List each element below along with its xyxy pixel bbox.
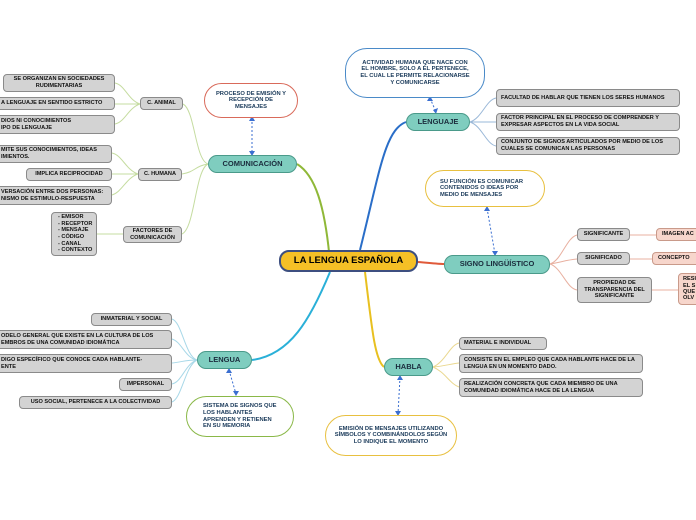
subtopic-c-humana[interactable]: C. HUMANA (138, 168, 182, 181)
note-link-signo (486, 207, 496, 255)
topic-comunicacion[interactable]: COMUNICACIÓN (208, 155, 297, 173)
branch-habla (364, 271, 385, 368)
lengua-item[interactable]: ODELO GENERAL QUE EXISTE EN LA CULTURA D… (0, 330, 172, 349)
note-link-lengua (228, 369, 237, 395)
c-animal-item[interactable]: DIOS NI CONOCIMIENTOS IPO DE LENGUAJE (0, 115, 115, 134)
signo-item-significado[interactable]: SIGNIFICADO (577, 252, 630, 265)
lengua-item[interactable]: USO SOCIAL, PERTENECE A LA COLECTIVIDAD (19, 396, 172, 409)
note-lenguaje[interactable]: ACTIVIDAD HUMANA QUE NACE CON EL HOMBRE,… (345, 48, 485, 98)
note-link-habla (397, 376, 401, 415)
c-animal-item[interactable]: A LENGUAJE EN SENTIDO ESTRICTO (0, 97, 115, 110)
topic-lenguaje[interactable]: LENGUAJE (406, 113, 470, 131)
factor-item: - EMISOR (58, 213, 84, 220)
c-humana-item[interactable]: IMPLICA RECIPROCIDAD (26, 168, 112, 181)
note-habla[interactable]: EMISIÓN DE MENSAJES UTILIZANDO SÍMBOLOS … (325, 415, 457, 456)
c-animal-item[interactable]: SE ORGANIZAN EN SOCIEDADES RUDIMENTARIAS (3, 74, 115, 92)
factor-item: - MENSAJE (58, 227, 89, 234)
signo-item-significante[interactable]: SIGNIFICANTE (577, 228, 630, 241)
signo-item-propiedad[interactable]: PROPIEDAD DE TRANSPARENCIA DEL SIGNIFICA… (577, 277, 652, 303)
lengua-item[interactable]: DIGO ESPECÍFICO QUE CONOCE CADA HABLANTE… (0, 354, 172, 373)
factor-item: - RECEPTOR (58, 220, 93, 227)
central-topic[interactable]: LA LENGUA ESPAÑOLA (279, 250, 418, 272)
subtopic-factores[interactable]: FACTORES DE COMUNICACIÓN (123, 226, 182, 243)
branch-signo (417, 261, 445, 265)
subtopic-c-animal[interactable]: C. ANIMAL (140, 97, 183, 110)
link-c-humana (181, 163, 209, 175)
lenguaje-item[interactable]: FACTOR PRINCIPAL EN EL PROCESO DE COMPRE… (496, 113, 680, 131)
link-c-animal (182, 103, 209, 165)
note-comunicacion[interactable]: PROCESO DE EMISIÓN Y RECEPCIÓN DE MENSAJ… (204, 83, 298, 118)
lenguaje-item[interactable]: FACULTAD DE HABLAR QUE TIENEN LOS SERES … (496, 89, 680, 107)
habla-item[interactable]: CONSISTE EN EL EMPLEO QUE CADA HABLANTE … (459, 354, 643, 373)
habla-item[interactable]: MATERIAL E INDIVIDUAL (459, 337, 547, 350)
link-factores (181, 163, 209, 235)
topic-lengua[interactable]: LENGUA (197, 351, 252, 369)
lengua-item[interactable]: INMATERIAL Y SOCIAL (91, 313, 172, 326)
topic-signo-linguistico[interactable]: SIGNO LINGÜÍSTICO (444, 255, 550, 274)
branch-lengua (251, 271, 331, 361)
propiedad-detail[interactable]: RESU EL S QUE OLV (678, 273, 696, 305)
factores-list[interactable]: - EMISOR - RECEPTOR - MENSAJE - CÓDIGO -… (51, 212, 97, 256)
note-signo[interactable]: SU FUNCIÓN ES COMUNICAR CONTENIDOS O IDE… (425, 170, 545, 207)
habla-item[interactable]: REALIZACIÓN CONCRETA QUE CADA MIEMBRO DE… (459, 378, 643, 397)
lenguaje-item[interactable]: CONJUNTO DE SIGNOS ARTICULADOS POR MEDIO… (496, 137, 680, 155)
c-humana-item[interactable]: VERSACIÓN ENTRE DOS PERSONAS: NISMO DE E… (0, 186, 112, 205)
significado-detail[interactable]: CONCEPTO (652, 252, 696, 265)
lengua-item[interactable]: IMPERSONAL (119, 378, 172, 391)
note-lengua[interactable]: SISTEMA DE SIGNOS QUE LOS HABLANTES APRE… (186, 396, 294, 437)
factor-item: - CÓDIGO (58, 234, 85, 240)
factor-item: - CONTEXTO (58, 247, 93, 254)
branch-comunicacion (296, 163, 331, 263)
c-humana-item[interactable]: MITE SUS CONOCIMIENTOS, IDEAS IMIENTOS. (0, 145, 112, 163)
significante-detail[interactable]: IMAGEN AC (656, 228, 696, 241)
branch-lenguaje (359, 121, 407, 251)
factor-item: - CANAL (58, 240, 81, 247)
topic-habla[interactable]: HABLA (384, 358, 433, 376)
